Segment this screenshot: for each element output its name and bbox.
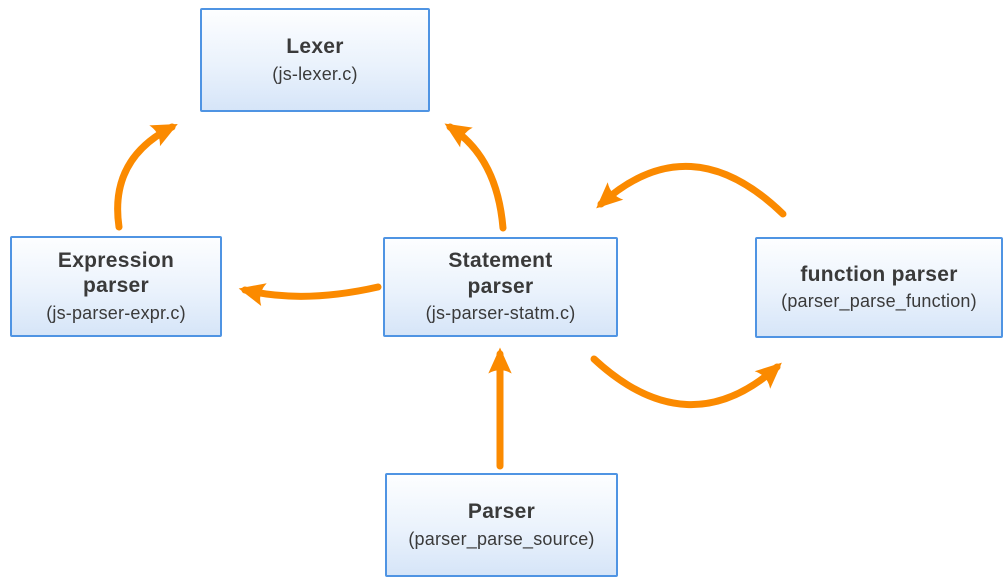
- node-lexer-subtitle: (js-lexer.c): [272, 63, 358, 84]
- node-lexer-title: Lexer: [286, 35, 344, 58]
- node-parser-subtitle: (parser_parse_source): [408, 528, 595, 549]
- node-expression-parser-subtitle: (js-parser-expr.c): [46, 302, 186, 323]
- node-lexer: Lexer (js-lexer.c): [200, 8, 430, 112]
- node-expression-parser: Expression parser (js-parser-expr.c): [10, 236, 222, 337]
- node-function-parser-title: function parser: [800, 262, 958, 286]
- node-statement-parser: Statement parser (js-parser-statm.c): [383, 237, 618, 337]
- node-function-parser: function parser (parser_parse_function): [755, 237, 1003, 338]
- node-statement-parser-title: Statement parser: [448, 249, 553, 298]
- node-parser-title: Parser: [467, 500, 536, 523]
- node-parser: Parser (parser_parse_source): [385, 473, 618, 577]
- edge-statement-parser-to-function-parser: [590, 355, 782, 408]
- node-statement-parser-subtitle: (js-parser-statm.c): [425, 303, 576, 324]
- edge-function-parser-to-statement-parser: [596, 163, 787, 218]
- node-expression-parser-title: Expression parser: [57, 248, 175, 298]
- edge-expression-parser-to-lexer: [114, 123, 178, 231]
- node-function-parser-subtitle: (parser_parse_function): [781, 291, 977, 312]
- edge-statement-parser-to-lexer: [444, 123, 507, 232]
- edge-statement-parser-to-expression-parser: [238, 283, 382, 306]
